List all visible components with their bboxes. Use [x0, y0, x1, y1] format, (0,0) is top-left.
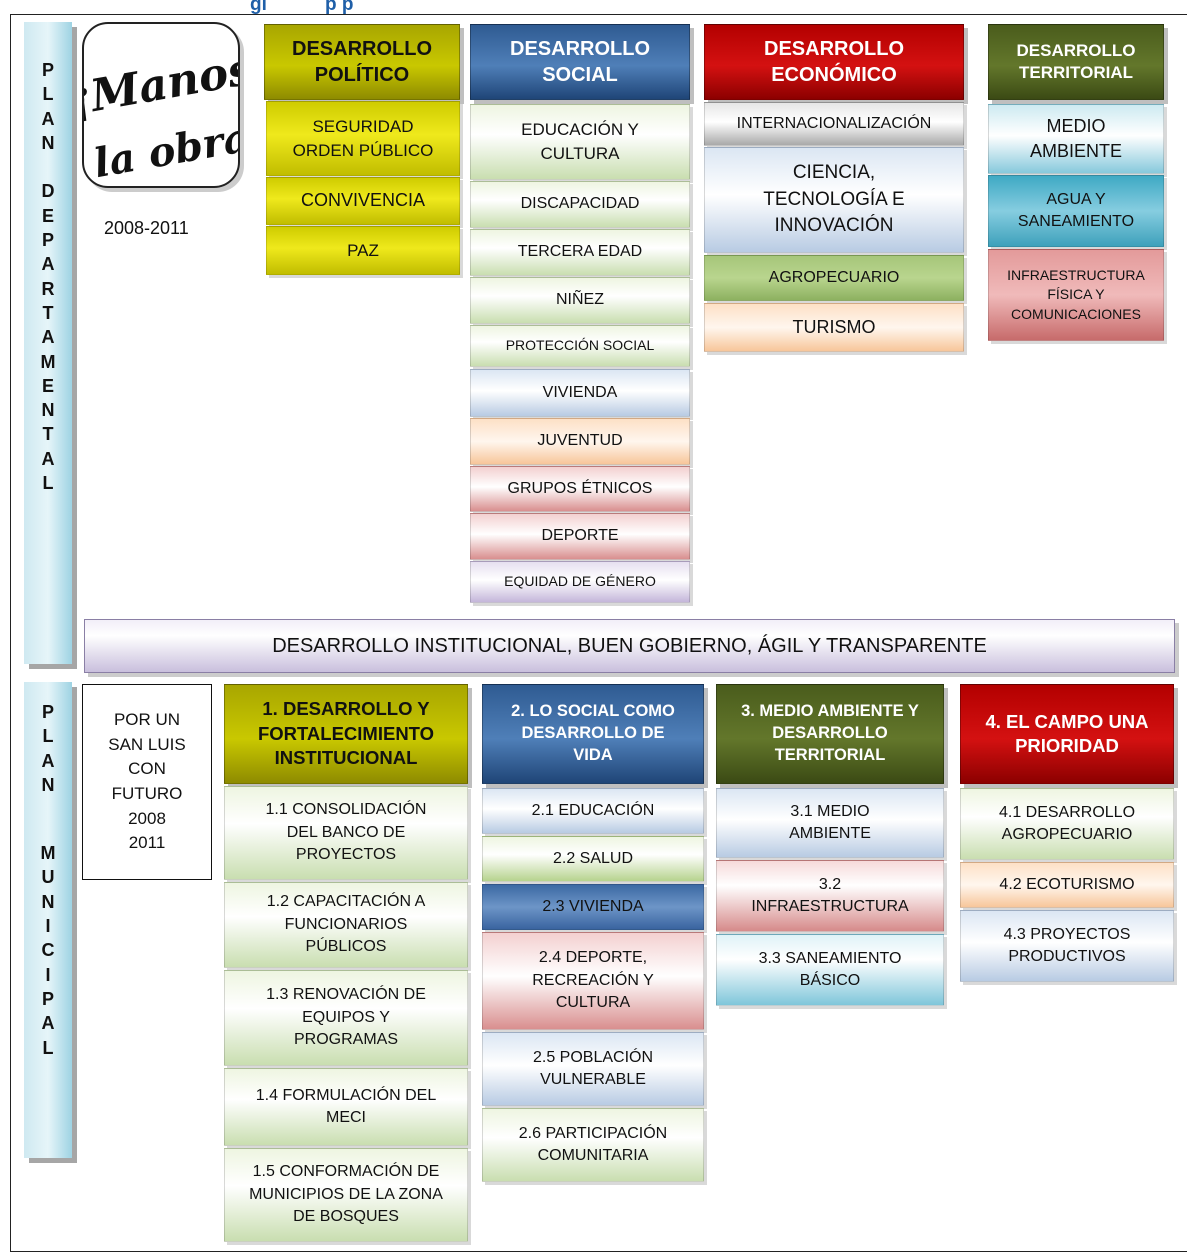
- side-letter: T: [42, 424, 54, 445]
- plan-departamental-side-label: P L A N D E P A R T A M E N T A L: [24, 22, 72, 664]
- side-letter: A: [41, 254, 55, 275]
- side-letter: P: [41, 988, 54, 1009]
- side-letter: M: [40, 351, 56, 372]
- plan-municipal-side-label: P L A N M U N I C I P A L: [24, 682, 72, 1158]
- item-ciencia-tecnologia: CIENCIA, TECNOLOGÍA E INNOVACIÓN: [704, 147, 964, 253]
- header-desarrollo-politico: DESARROLLO POLÍTICO: [264, 24, 460, 100]
- side-letter: R: [41, 278, 55, 299]
- item-1-1: 1.1 CONSOLIDACIÓN DEL BANCO DE PROYECTOS: [224, 786, 468, 880]
- intro-line: FUTURO: [111, 784, 183, 803]
- intro-line: CON: [128, 759, 166, 779]
- item-tercera-edad: TERCERA EDAD: [470, 229, 690, 276]
- intro-line: SAN LUIS: [108, 734, 186, 754]
- side-letter: U: [41, 867, 55, 888]
- side-letter: L: [42, 473, 54, 494]
- side-letter: E: [41, 375, 54, 396]
- item-proteccion-social: PROTECCIÓN SOCIAL: [470, 325, 690, 367]
- item-3-3: 3.3 SANEAMIENTO BÁSICO: [716, 934, 944, 1006]
- item-medio-ambiente: MEDIO AMBIENTE: [988, 104, 1164, 174]
- item-discapacidad: DISCAPACIDAD: [470, 181, 690, 228]
- item-juventud: JUVENTUD: [470, 418, 690, 465]
- header-desarrollo-social: DESARROLLO SOCIAL: [470, 24, 690, 100]
- item-internacionalizacion: INTERNACIONALIZACIÓN: [704, 102, 964, 146]
- side-letter: A: [41, 108, 55, 129]
- item-equidad-genero: EQUIDAD DE GÉNERO: [470, 561, 690, 603]
- header-lo-social: 2. LO SOCIAL COMO DESARROLLO DE VIDA: [482, 684, 704, 784]
- item-1-4: 1.4 FORMULACIÓN DEL MECI: [224, 1068, 468, 1146]
- side-letter: L: [42, 726, 54, 747]
- side-letter: A: [41, 327, 55, 348]
- side-letter: L: [42, 1037, 54, 1058]
- item-vivienda: VIVIENDA: [470, 369, 690, 417]
- side-letter: N: [41, 891, 55, 912]
- item-4-2: 4.2 ECOTURISMO: [960, 862, 1174, 908]
- side-letter: N: [41, 774, 55, 795]
- item-1-2: 1.2 CAPACITACIÓN A FUNCIONARIOS PÚBLICOS: [224, 882, 468, 968]
- item-grupos-etnicos: GRUPOS ÉTNICOS: [470, 466, 690, 512]
- header-desarrollo-territorial: DESARROLLO TERRITORIAL: [988, 24, 1164, 100]
- item-2-1: 2.1 EDUCACIÓN: [482, 788, 704, 834]
- intro-line: POR UN: [113, 710, 181, 730]
- item-2-2: 2.2 SALUD: [482, 836, 704, 882]
- side-letter: A: [41, 448, 55, 469]
- header-medio-ambiente: 3. MEDIO AMBIENTE Y DESARROLLO TERRITORI…: [716, 684, 944, 784]
- item-turismo: TURISMO: [704, 303, 964, 352]
- item-4-1: 4.1 DESARROLLO AGROPECUARIO: [960, 788, 1174, 860]
- item-3-2: 3.2 INFRAESTRUCTURA: [716, 860, 944, 932]
- item-deporte: DEPORTE: [470, 513, 690, 560]
- side-letter: T: [42, 302, 54, 323]
- item-2-3: 2.3 VIVIENDA: [482, 884, 704, 930]
- side-letter: L: [42, 84, 54, 105]
- side-letter: P: [41, 702, 54, 722]
- side-letter: P: [41, 230, 54, 251]
- logo-line-2: a la obra!: [84, 111, 240, 188]
- side-letter: M: [40, 843, 56, 864]
- item-3-1: 3.1 MEDIO AMBIENTE: [716, 788, 944, 858]
- logo-line-1: ¡Manos: [84, 44, 240, 126]
- top-title-fragment: gi p p: [250, 0, 354, 15]
- item-2-6: 2.6 PARTICIPACIÓN COMUNITARIA: [482, 1108, 704, 1182]
- item-2-5: 2.5 POBLACIÓN VULNERABLE: [482, 1032, 704, 1106]
- item-2-4: 2.4 DEPORTE, RECREACIÓN Y CULTURA: [482, 932, 704, 1030]
- item-paz: PAZ: [266, 226, 460, 275]
- intro-line: 2008: [128, 808, 166, 828]
- item-1-5: 1.5 CONFORMACIÓN DE MUNICIPIOS DE LA ZON…: [224, 1148, 468, 1242]
- item-infraestructura-fisica: INFRAESTRUCTURA FÍSICA Y COMUNICACIONES: [988, 249, 1164, 341]
- side-letter: C: [41, 940, 55, 961]
- item-agropecuario: AGROPECUARIO: [704, 255, 964, 301]
- institutional-banner: DESARROLLO INSTITUCIONAL, BUEN GOBIERNO,…: [84, 619, 1175, 673]
- header-desarrollo-economico: DESARROLLO ECONÓMICO: [704, 24, 964, 100]
- side-letter: N: [41, 132, 55, 153]
- header-desarrollo-fortalecimiento: 1. DESARROLLO Y FORTALECIMIENTO INSTITUC…: [224, 684, 468, 784]
- item-agua-saneamiento: AGUA Y SANEAMIENTO: [988, 175, 1164, 247]
- side-letter: A: [41, 1013, 55, 1034]
- period-label: 2008-2011: [104, 218, 189, 238]
- side-letter: I: [45, 964, 51, 985]
- item-convivencia: CONVIVENCIA: [266, 177, 460, 225]
- intro-line: 2011: [128, 833, 166, 853]
- side-letter: [24, 797, 72, 841]
- side-letter: A: [41, 750, 55, 771]
- side-letter: N: [41, 400, 55, 421]
- side-letter: P: [41, 60, 54, 80]
- side-letter: D: [41, 181, 55, 202]
- municipal-plan-title-box: POR UN SAN LUIS CON FUTURO 2008 2011: [82, 684, 212, 880]
- side-letter: I: [45, 916, 51, 937]
- item-ninez: NIÑEZ: [470, 277, 690, 324]
- item-4-3: 4.3 PROYECTOS PRODUCTIVOS: [960, 910, 1174, 982]
- side-letter: [24, 155, 72, 179]
- item-1-3: 1.3 RENOVACIÓN DE EQUIPOS Y PROGRAMAS: [224, 970, 468, 1066]
- item-seguridad: SEGURIDAD ORDEN PÚBLICO: [266, 101, 460, 176]
- item-educacion-cultura: EDUCACIÓN Y CULTURA: [470, 104, 690, 180]
- side-letter: E: [41, 205, 54, 226]
- manos-a-la-obra-logo: ¡Manos a la obra!: [82, 22, 240, 188]
- header-el-campo: 4. EL CAMPO UNA PRIORIDAD: [960, 684, 1174, 784]
